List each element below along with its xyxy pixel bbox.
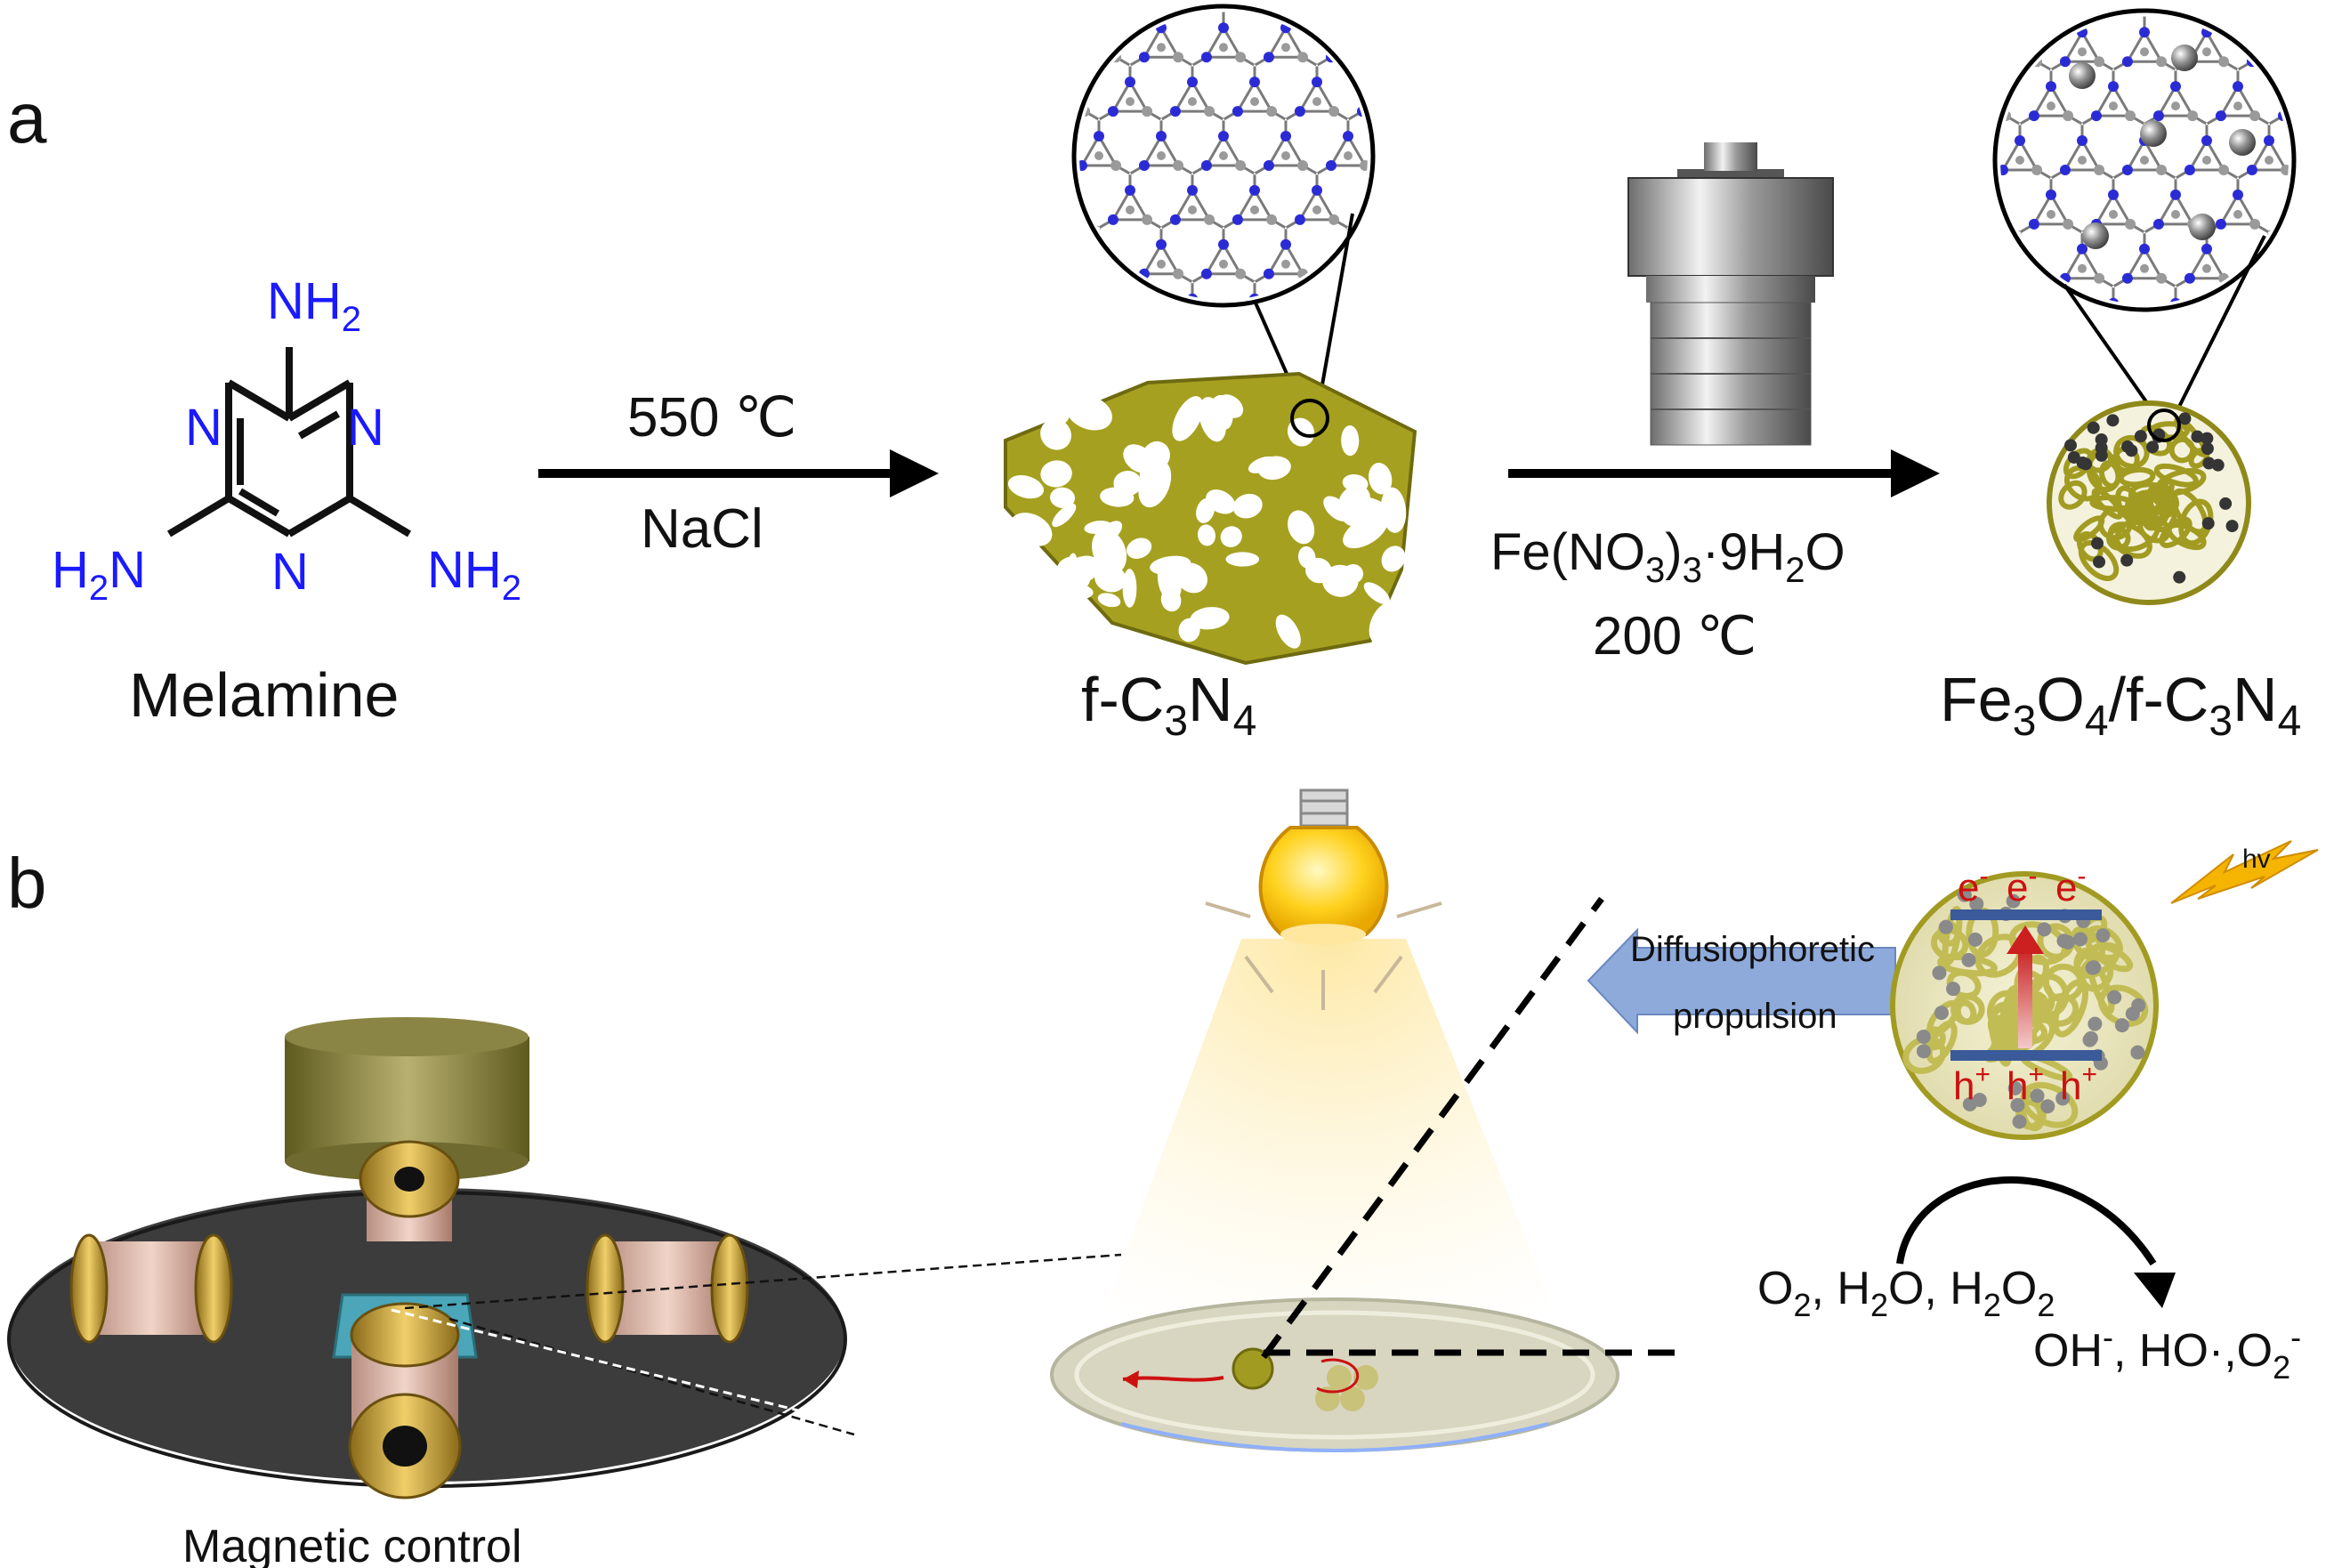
light-bulb-icon xyxy=(1205,788,1442,1010)
photocatalyst-sphere xyxy=(1890,871,2159,1140)
melamine-name: Melamine xyxy=(129,660,399,730)
photon-label: hv xyxy=(2242,845,2271,874)
melamine-top-amine: NH2 xyxy=(267,272,361,339)
hole-label-3: h+ xyxy=(2060,1060,2097,1108)
melamine-structure xyxy=(166,347,412,537)
light-beam xyxy=(1086,939,1575,1362)
panel-a-label: a xyxy=(7,78,47,158)
step1-temperature: 550 ℃ xyxy=(627,387,796,449)
magnetic-control-setup xyxy=(7,1017,1122,1499)
hole-label-2: h+ xyxy=(2007,1060,2044,1108)
cn-lattice-zoom-1 xyxy=(1071,4,1376,413)
electron-label-2: e- xyxy=(2007,861,2037,909)
electron-label-1: e- xyxy=(1958,861,1988,909)
product-species: OH-, HO·,O2- xyxy=(2033,1319,2301,1386)
electromagnet-coil-left xyxy=(69,1233,233,1344)
ros-conversion-arrow xyxy=(1896,1176,2176,1308)
melamine-right-amine: NH2 xyxy=(427,541,521,608)
propulsion-label-line1: Diffusiophoretic xyxy=(1630,930,1875,969)
ring-nitrogen-left: N xyxy=(185,399,222,457)
lightning-icon xyxy=(2170,840,2319,904)
autoclave-icon xyxy=(1627,142,1834,446)
reactant-species: O2, H2O, H2O2 xyxy=(1757,1263,2055,1323)
step2-temperature: 200 ℃ xyxy=(1593,606,1756,666)
conduction-band xyxy=(1950,909,2102,920)
electron-label-3: e- xyxy=(2055,861,2086,909)
valence-band xyxy=(1950,1050,2102,1061)
step1-salt: NaCl xyxy=(641,498,763,560)
hole-label-1: h+ xyxy=(1953,1060,1991,1108)
electromagnet-coil-right xyxy=(585,1233,749,1344)
propulsion-label-line2: propulsion xyxy=(1673,997,1837,1036)
magnetic-control-caption: Magnetic control xyxy=(182,1521,522,1568)
product2-formula: Fe3O4/f-C3N4 xyxy=(1940,665,2301,745)
ring-nitrogen-bottom: N xyxy=(271,543,309,601)
melamine-left-amine: H2N xyxy=(52,541,146,608)
excitation-arrow-head xyxy=(2007,925,2044,954)
reaction-arrow-2 xyxy=(1508,449,1940,497)
ring-nitrogen-right: N xyxy=(347,399,384,457)
petri-dish-icon xyxy=(1050,1297,1619,1452)
diffusiophoretic-propulsion-arrow xyxy=(1587,927,1896,1035)
excitation-arrow-shaft xyxy=(2018,952,2032,1048)
step2-reagent: Fe(NO3)3·9H2O xyxy=(1490,523,1845,590)
f-c3n4-foam-sheet xyxy=(1004,371,1417,666)
fe3o4-lattice-zoom xyxy=(1992,8,2297,420)
fe3o4-foam-sphere xyxy=(2047,400,2251,605)
electromagnet-coil-front xyxy=(348,1302,462,1499)
product1-formula: f-C3N4 xyxy=(1081,665,1256,745)
electromagnet-coil-icon xyxy=(359,1140,460,1241)
dish-zoom-line-upper xyxy=(1261,896,1604,1360)
reaction-arrow-1 xyxy=(538,449,939,497)
panel-b-label: b xyxy=(7,844,47,923)
